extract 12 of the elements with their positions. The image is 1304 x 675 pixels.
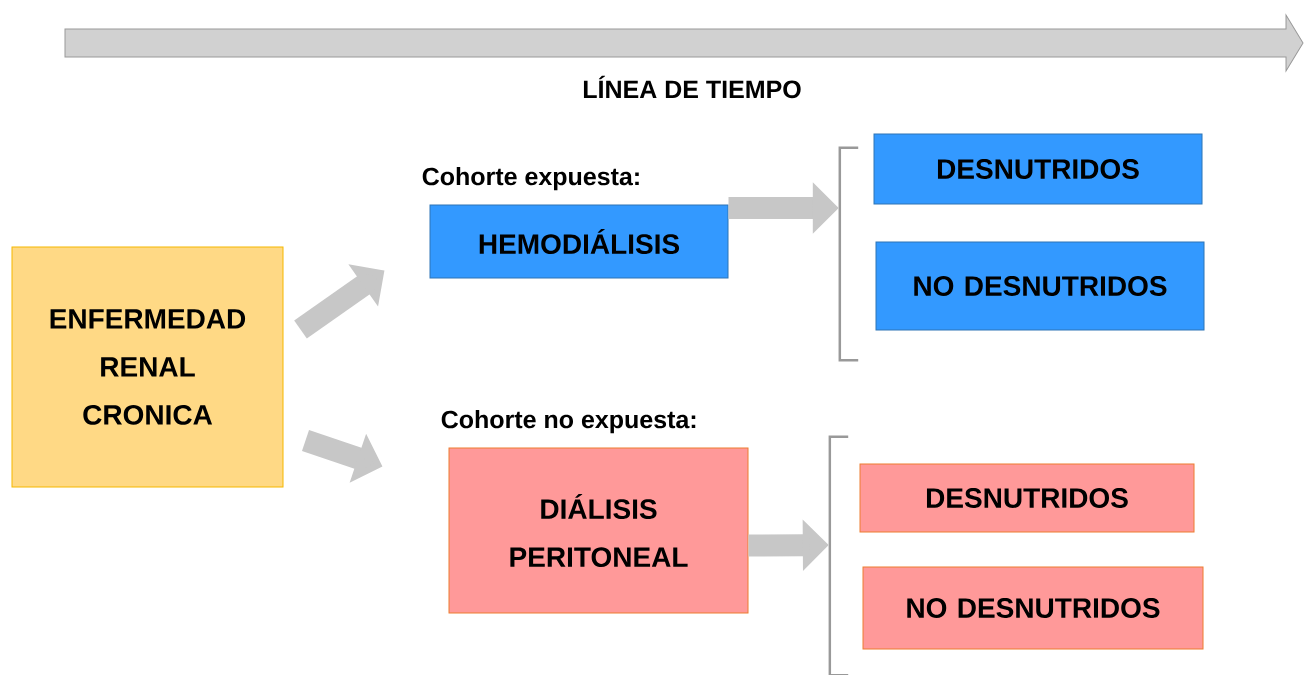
group-heading: Cohorte no expuesta:	[441, 410, 696, 434]
bracket	[838, 146, 859, 362]
process-box: DIÁLISIS PERITONEAL	[448, 447, 749, 614]
process-box: NO DESNUTRIDOS	[875, 241, 1205, 331]
axis-title: LÍNEA DE TIEMPO	[583, 75, 801, 99]
process-box: DESNUTRIDOS	[873, 133, 1203, 205]
process-box: ENFERMEDAD RENAL CRONICA	[11, 246, 284, 488]
group-heading: Cohorte expuesta:	[422, 167, 639, 191]
process-box: NO DESNUTRIDOS	[862, 566, 1204, 650]
process-box: DESNUTRIDOS	[859, 463, 1195, 533]
process-box: HEMODIÁLISIS	[429, 204, 729, 279]
bracket	[828, 435, 849, 675]
